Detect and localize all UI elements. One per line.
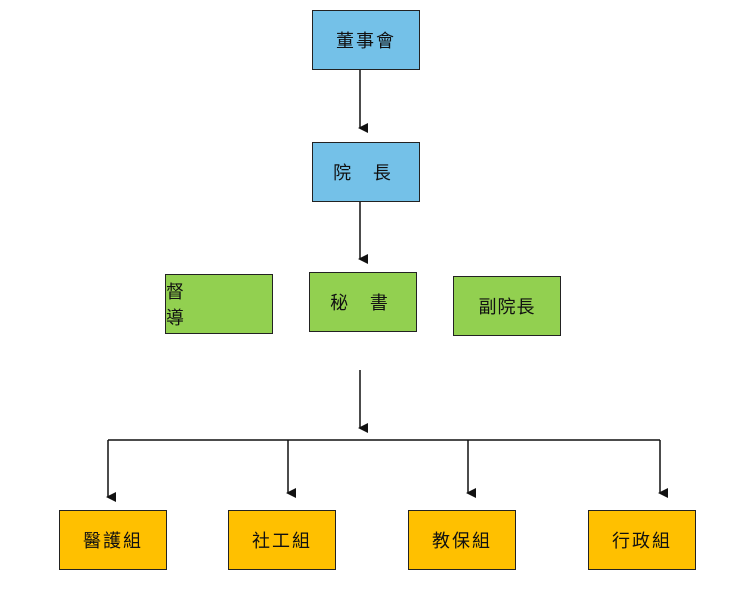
supervisor-label: 督 導 <box>166 282 206 329</box>
deputy-director-label: 副院長 <box>478 297 536 318</box>
medical-group-label: 醫護組 <box>83 531 143 552</box>
administration-group-box: 行政組 <box>588 510 696 570</box>
board-box: 董事會 <box>312 10 420 70</box>
social-work-group-box: 社工組 <box>228 510 336 570</box>
supervisor-box: 督 導 <box>165 274 273 334</box>
board-label: 董事會 <box>336 31 396 52</box>
secretary-box: 秘 書 <box>309 272 417 332</box>
social-work-group-label: 社工組 <box>252 531 312 552</box>
secretary-label: 秘 書 <box>330 293 396 314</box>
director-label: 院 長 <box>333 163 399 184</box>
administration-group-label: 行政組 <box>612 531 672 552</box>
medical-group-box: 醫護組 <box>59 510 167 570</box>
education-care-group-box: 教保組 <box>408 510 516 570</box>
deputy-director-box: 副院長 <box>453 276 561 336</box>
education-care-group-label: 教保組 <box>432 531 492 552</box>
director-box: 院 長 <box>312 142 420 202</box>
